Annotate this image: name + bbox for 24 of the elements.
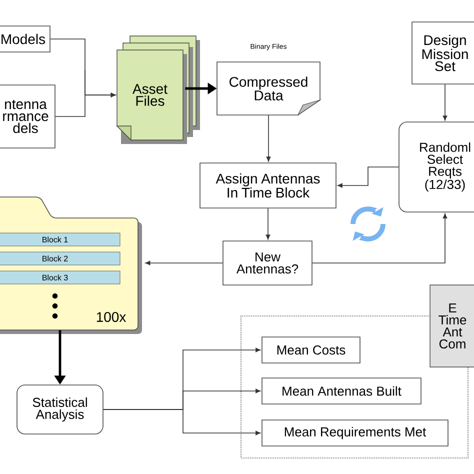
process-box: Design Mission Set bbox=[412, 22, 474, 84]
process-box: Mean Antennas Built bbox=[262, 378, 422, 404]
arrow bbox=[266, 208, 270, 240]
arrow bbox=[266, 114, 271, 162]
process-box: Mean Requirements Met bbox=[262, 420, 448, 446]
process-box: ntenna rmance dels bbox=[0, 84, 56, 148]
process-box: Models bbox=[0, 26, 50, 52]
arrow bbox=[145, 260, 223, 266]
block-band: Block 2 bbox=[0, 252, 120, 266]
dotted-frame bbox=[240, 316, 468, 458]
process-box: Assign Antennas In Time Block bbox=[200, 162, 336, 208]
note-box: E Time Ant Com bbox=[430, 284, 474, 368]
arrow bbox=[338, 166, 399, 188]
process-box: New Antennas? bbox=[222, 240, 312, 286]
block-band: Block 1 bbox=[0, 232, 120, 246]
arrow bbox=[442, 84, 448, 120]
rounded-box: Statistical Analysis bbox=[16, 384, 104, 434]
arrow bbox=[103, 400, 260, 436]
process-box: Mean Costs bbox=[262, 336, 360, 364]
block-band: Block 3 bbox=[0, 270, 120, 284]
arrow bbox=[55, 70, 116, 117]
rounded-box: Randoml Select Reqts (12/33) bbox=[398, 122, 474, 212]
arrow bbox=[312, 214, 448, 264]
repeat-count: 100x bbox=[96, 312, 126, 322]
